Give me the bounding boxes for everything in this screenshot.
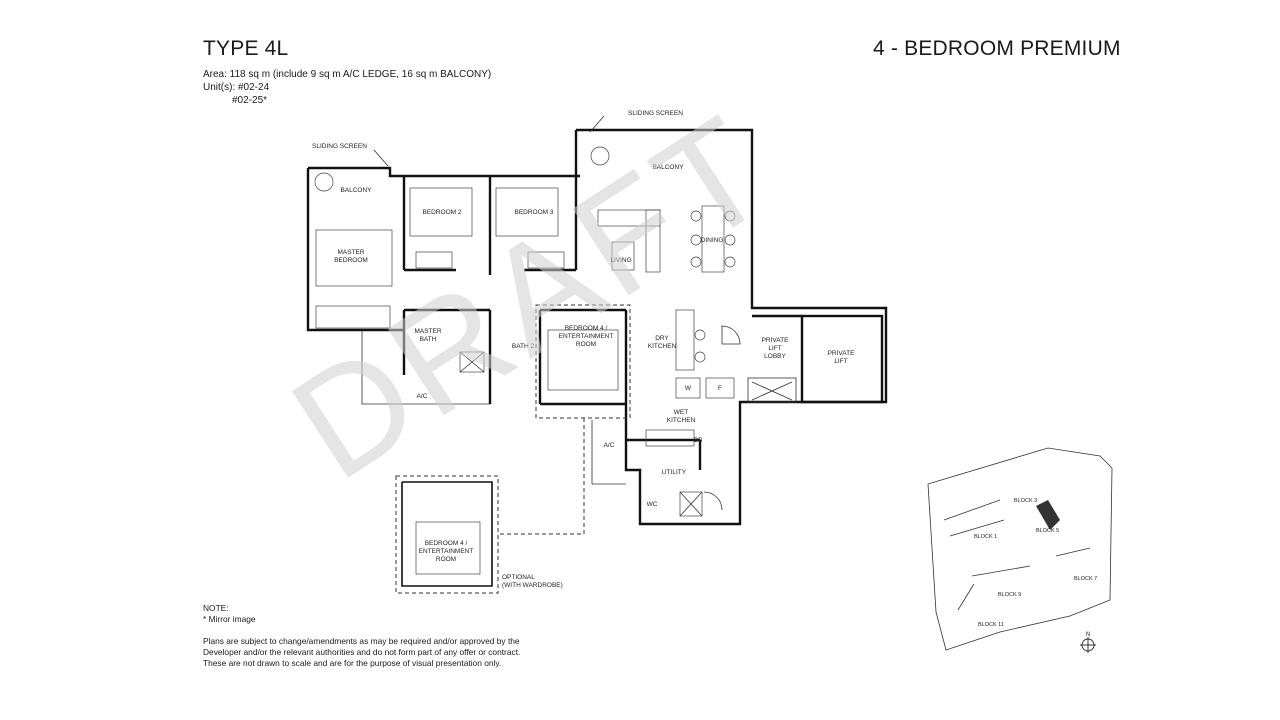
label-optional-bedroom-1: BEDROOM 4 / — [425, 540, 468, 547]
note-heading: NOTE: — [203, 603, 229, 613]
kitchen-island — [675, 309, 695, 371]
label-private-lift-1: PRIVATE — [828, 350, 856, 357]
label-optional-bedroom-3: ROOM — [436, 556, 456, 563]
label-optional-bedroom-2: ENTERTAINMENT — [419, 548, 474, 555]
label-db: DB — [693, 437, 702, 444]
label-dry-kitchen-2: KITCHEN — [648, 343, 677, 350]
label-balcony-right: BALCONY — [652, 164, 684, 171]
label-sliding-screen-right: SLIDING SCREEN — [628, 110, 683, 117]
disclaimer-line-1: Plans are subject to change/amendments a… — [203, 636, 520, 646]
label-ac-left: A/C — [417, 393, 428, 400]
key-plan-block-9: BLOCK 9 — [998, 592, 1021, 598]
unit-category-title: 4 - BEDROOM PREMIUM — [873, 37, 1121, 60]
unit-numbers: Unit(s): #02-24 — [203, 82, 270, 93]
disclaimer-line-2: Developer and/or the relevant authoritie… — [203, 647, 521, 657]
wall-right-outer — [576, 128, 888, 526]
label-sliding-screen-left: SLIDING SCREEN — [312, 143, 367, 150]
label-bath-2: BATH 2 — [512, 343, 535, 350]
disclaimer-line-3: These are not drawn to scale and are for… — [203, 658, 502, 668]
key-plan: BLOCK 1 BLOCK 3 BLOCK 5 BLOCK 7 BLOCK 9 … — [927, 447, 1113, 653]
north-label: N — [1086, 632, 1090, 638]
unit-type-title: TYPE 4L — [203, 37, 289, 60]
key-plan-block-11: BLOCK 11 — [978, 622, 1004, 628]
coffee-table — [611, 241, 635, 271]
label-washer: W — [685, 385, 692, 392]
balcony-table-right — [590, 146, 610, 166]
label-private-lift-lobby-1: PRIVATE — [762, 337, 790, 344]
label-master-bath-1: MASTER — [414, 328, 441, 335]
private-lift-shaft — [800, 314, 884, 404]
washer-box — [675, 377, 701, 399]
label-optional-note-1: OPTIONAL — [502, 574, 535, 581]
label-ac-right: A/C — [604, 442, 615, 449]
area-info: Area: 118 sq m (include 9 sq m A/C LEDGE… — [203, 69, 492, 80]
label-private-lift-2: LIFT — [834, 358, 847, 365]
wet-kitchen-counter — [645, 429, 695, 447]
balcony-table-left — [314, 172, 334, 192]
optional-link-line — [498, 418, 585, 535]
label-wet-kitchen-2: KITCHEN — [667, 417, 696, 424]
label-bedroom-4-1: BEDROOM 4 / — [565, 325, 608, 332]
key-plan-block-3: BLOCK 3 — [1014, 498, 1037, 504]
block-5-highlight — [1036, 500, 1060, 530]
master-bed — [315, 229, 393, 287]
label-private-lift-lobby-2: LIFT — [768, 345, 781, 352]
label-private-lift-lobby-3: LOBBY — [764, 353, 786, 360]
site-boundary — [927, 447, 1113, 651]
bed-2 — [409, 187, 473, 237]
bed-4 — [547, 329, 619, 391]
label-dry-kitchen-1: DRY — [655, 335, 669, 342]
label-utility: UTILITY — [662, 469, 687, 476]
label-dining: DINING — [701, 237, 724, 244]
label-master-bedroom-2: BEDROOM — [334, 257, 368, 264]
key-plan-block-7: BLOCK 7 — [1074, 576, 1097, 582]
bedroom-4-zone — [535, 304, 631, 419]
label-balcony-left: BALCONY — [340, 187, 372, 194]
master-wardrobe — [315, 305, 391, 329]
lift-lobby-void — [747, 377, 797, 403]
optional-bed — [415, 521, 481, 575]
label-wet-kitchen-1: WET — [674, 409, 688, 416]
label-optional-note-2: (WITH WARDROBE) — [502, 582, 563, 589]
label-wc: WC — [647, 501, 658, 508]
lobby-door — [721, 325, 741, 345]
label-fridge: F — [718, 385, 722, 392]
wall-left-outer — [306, 168, 404, 332]
label-bedroom-3: BEDROOM 3 — [514, 209, 553, 216]
key-plan-block-1: BLOCK 1 — [974, 534, 997, 540]
fridge-box — [705, 377, 735, 399]
label-living: LIVING — [610, 257, 631, 264]
label-bedroom-4-3: ROOM — [576, 341, 596, 348]
note-mirror: * Mirror image — [203, 614, 256, 624]
optional-bedroom-zone — [395, 475, 499, 594]
label-bedroom-4-2: ENTERTAINMENT — [559, 333, 614, 340]
dining-table — [701, 205, 725, 273]
ac-ledge-outline-right — [591, 420, 626, 485]
bed-3 — [495, 187, 559, 237]
label-master-bedroom-1: MASTER — [337, 249, 364, 256]
label-master-bath-2: BATH — [420, 336, 437, 343]
key-plan-block-5: BLOCK 5 — [1036, 528, 1059, 534]
label-bedroom-2: BEDROOM 2 — [422, 209, 461, 216]
wall-top-left — [308, 166, 580, 178]
unit-numbers-mirror: #02-25* — [232, 95, 268, 106]
